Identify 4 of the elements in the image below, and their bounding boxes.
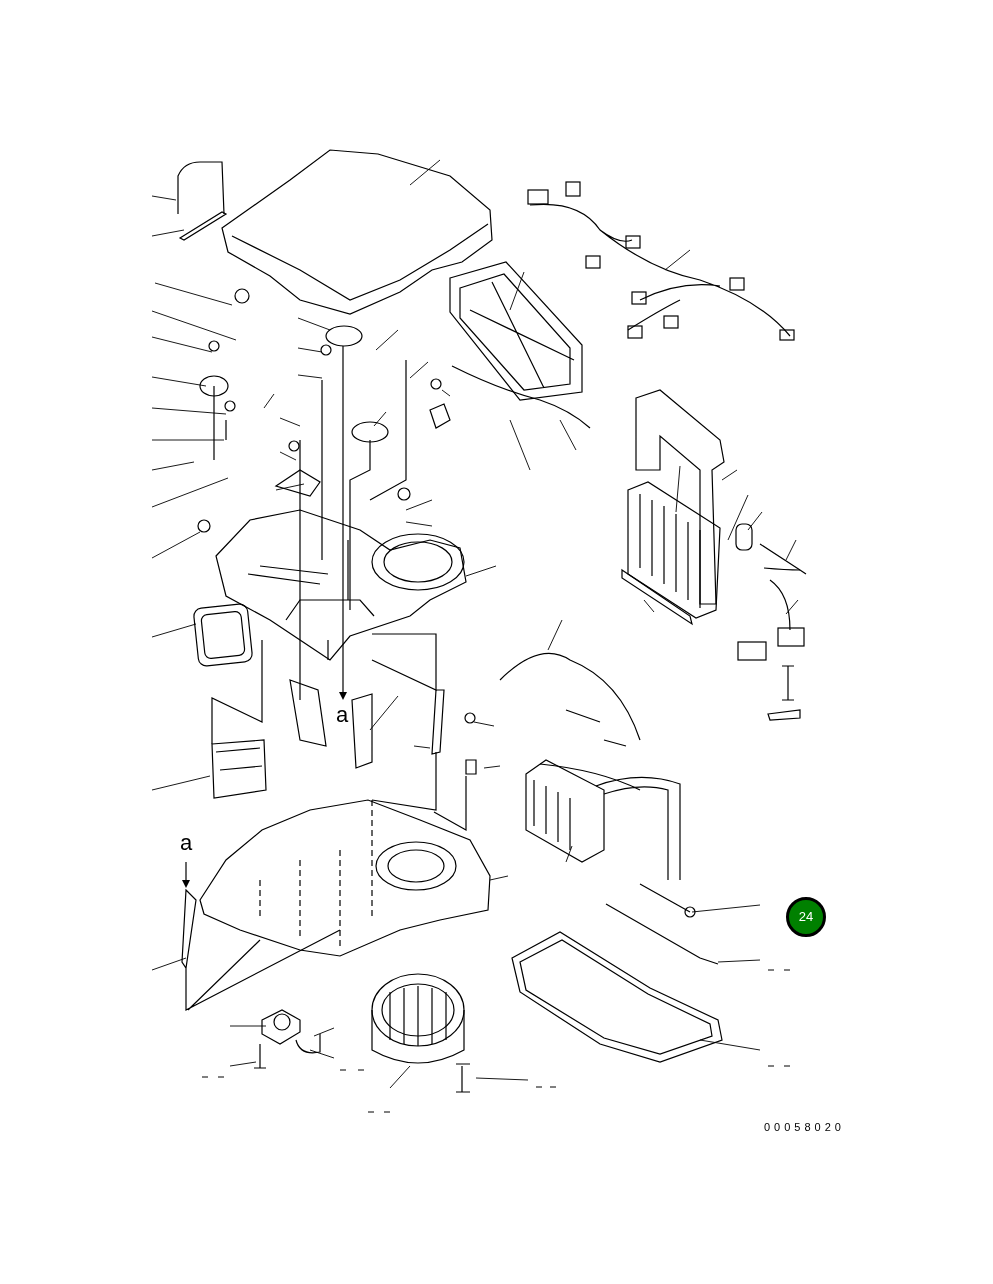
section-mark: a	[180, 832, 193, 854]
page-number-badge: 24	[786, 897, 826, 937]
section-mark: a	[336, 704, 349, 726]
drawing-number: 00058020	[764, 1122, 845, 1133]
